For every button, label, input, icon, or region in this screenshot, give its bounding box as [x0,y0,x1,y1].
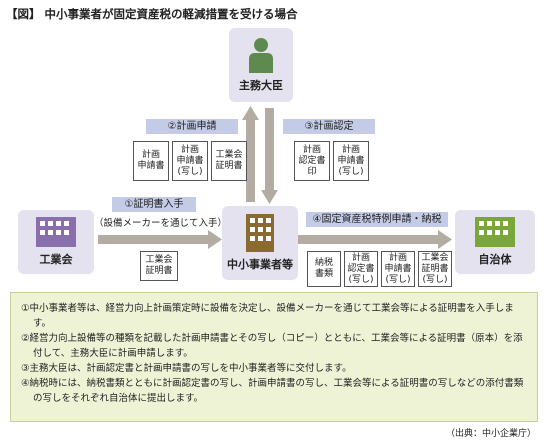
document-plan-application-copy: 計画 申請書 (写し) [381,251,415,287]
arrow-association-to-smb [98,230,222,249]
arrow-smb-to-minister [242,106,259,202]
step-2-label: ②計画申請 [146,119,238,134]
municipality-node: 自治体 [455,210,535,274]
smb-node: 中小事業者等 [222,206,298,280]
step-1-note: （設備メーカーを通じて入手） [94,218,228,229]
document-plan-approval-copy: 計画 認定書 (写し) [344,251,378,287]
step-3-label: ③計画認定 [283,119,375,134]
building-icon [246,214,274,252]
page-title: 【図】 中小事業者が固定資産税の軽減措置を受ける場合 [6,7,298,21]
document-plan-application-copy: 計画 申請書 (写し) [172,141,208,181]
arrow-smb-to-municipality [298,230,452,249]
association-label: 工業会 [39,253,73,266]
note-item: ④納税時には、納税書類とともに計画認定書の写し、計画申請書の写し、工業会等による… [21,378,524,404]
note-item: ②経営力向上設備等の種類を記載した計画申請書とその写し（コピー）とともに、工業会… [21,333,523,359]
document-plan-application: 計画 申請書 [133,141,169,181]
note-item: ③主務大臣は、計画認定書と計画申請書の写しを中小事業者等に交付します。 [21,363,352,374]
building-icon [36,217,76,247]
notes-box: ①中小事業者等は、経営力向上計画策定時に設備を決定し、設備メーカーを通じて工業会… [10,292,538,422]
minister-label: 主務大臣 [239,79,283,92]
step-4-label: ④固定資産税特例申請・納税 [306,212,448,227]
person-icon [249,38,273,73]
step-1-label: ①証明書入手 [112,197,196,212]
document-plan-approval: 計画 認定書 印 [294,141,330,181]
document-tax-forms: 納税 書類 [307,251,341,287]
document-association-certificate-copy: 工業会 証明書 (写し) [418,251,452,287]
building-icon [475,217,515,247]
document-association-certificate: 工業会 証明書 [211,141,247,181]
arrow-minister-to-smb [261,108,278,204]
source-credit: （出典：中小企業庁） [445,429,536,439]
document-association-certificate: 工業会 証明書 [140,251,178,281]
association-node: 工業会 [18,210,94,274]
municipality-label: 自治体 [478,253,512,266]
minister-node: 主務大臣 [229,28,293,102]
smb-label: 中小事業者等 [227,258,293,271]
note-item: ①中小事業者等は、経営力向上計画策定時に設備を決定し、設備メーカーを通じて工業会… [21,303,514,329]
document-plan-application-copy: 計画 申請書 (写し) [333,141,369,181]
